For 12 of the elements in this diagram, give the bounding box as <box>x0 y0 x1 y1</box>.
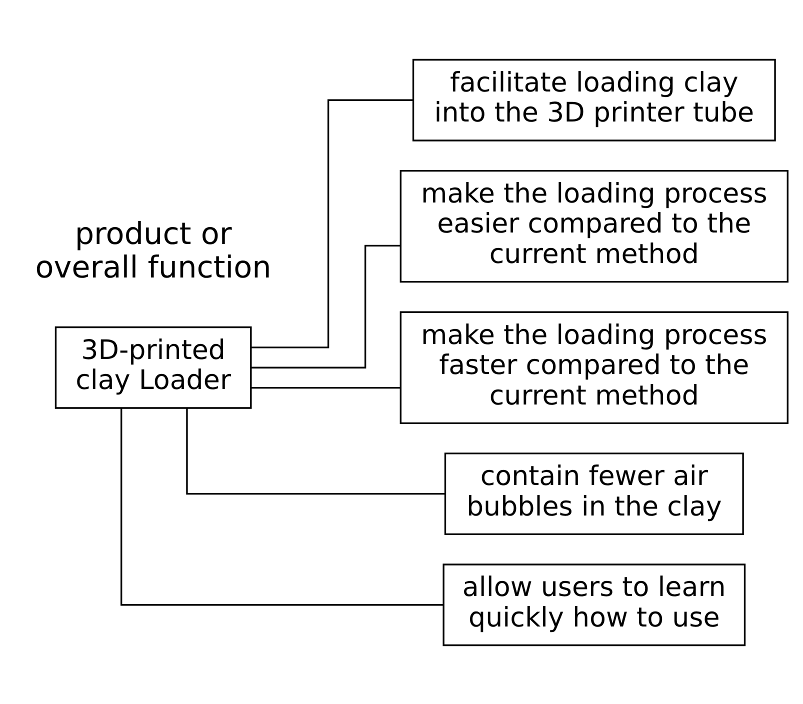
connector <box>186 408 445 494</box>
connector <box>251 386 400 388</box>
node-box: contain fewer air bubbles in the clay <box>444 452 744 535</box>
node-box: 3D-printed clay Loader <box>54 326 252 408</box>
connector <box>251 244 401 368</box>
connector <box>251 98 414 348</box>
node-box: facilitate loading clay into the 3D printer tube <box>412 58 776 141</box>
node-box: make the loading process easier compared to the current method <box>400 169 788 282</box>
label: product or overall function <box>35 216 272 285</box>
connector <box>120 408 444 606</box>
node-box: allow users to learn quickly how to use <box>442 563 746 646</box>
node-box: make the loading process faster compared to the current method <box>400 310 788 424</box>
